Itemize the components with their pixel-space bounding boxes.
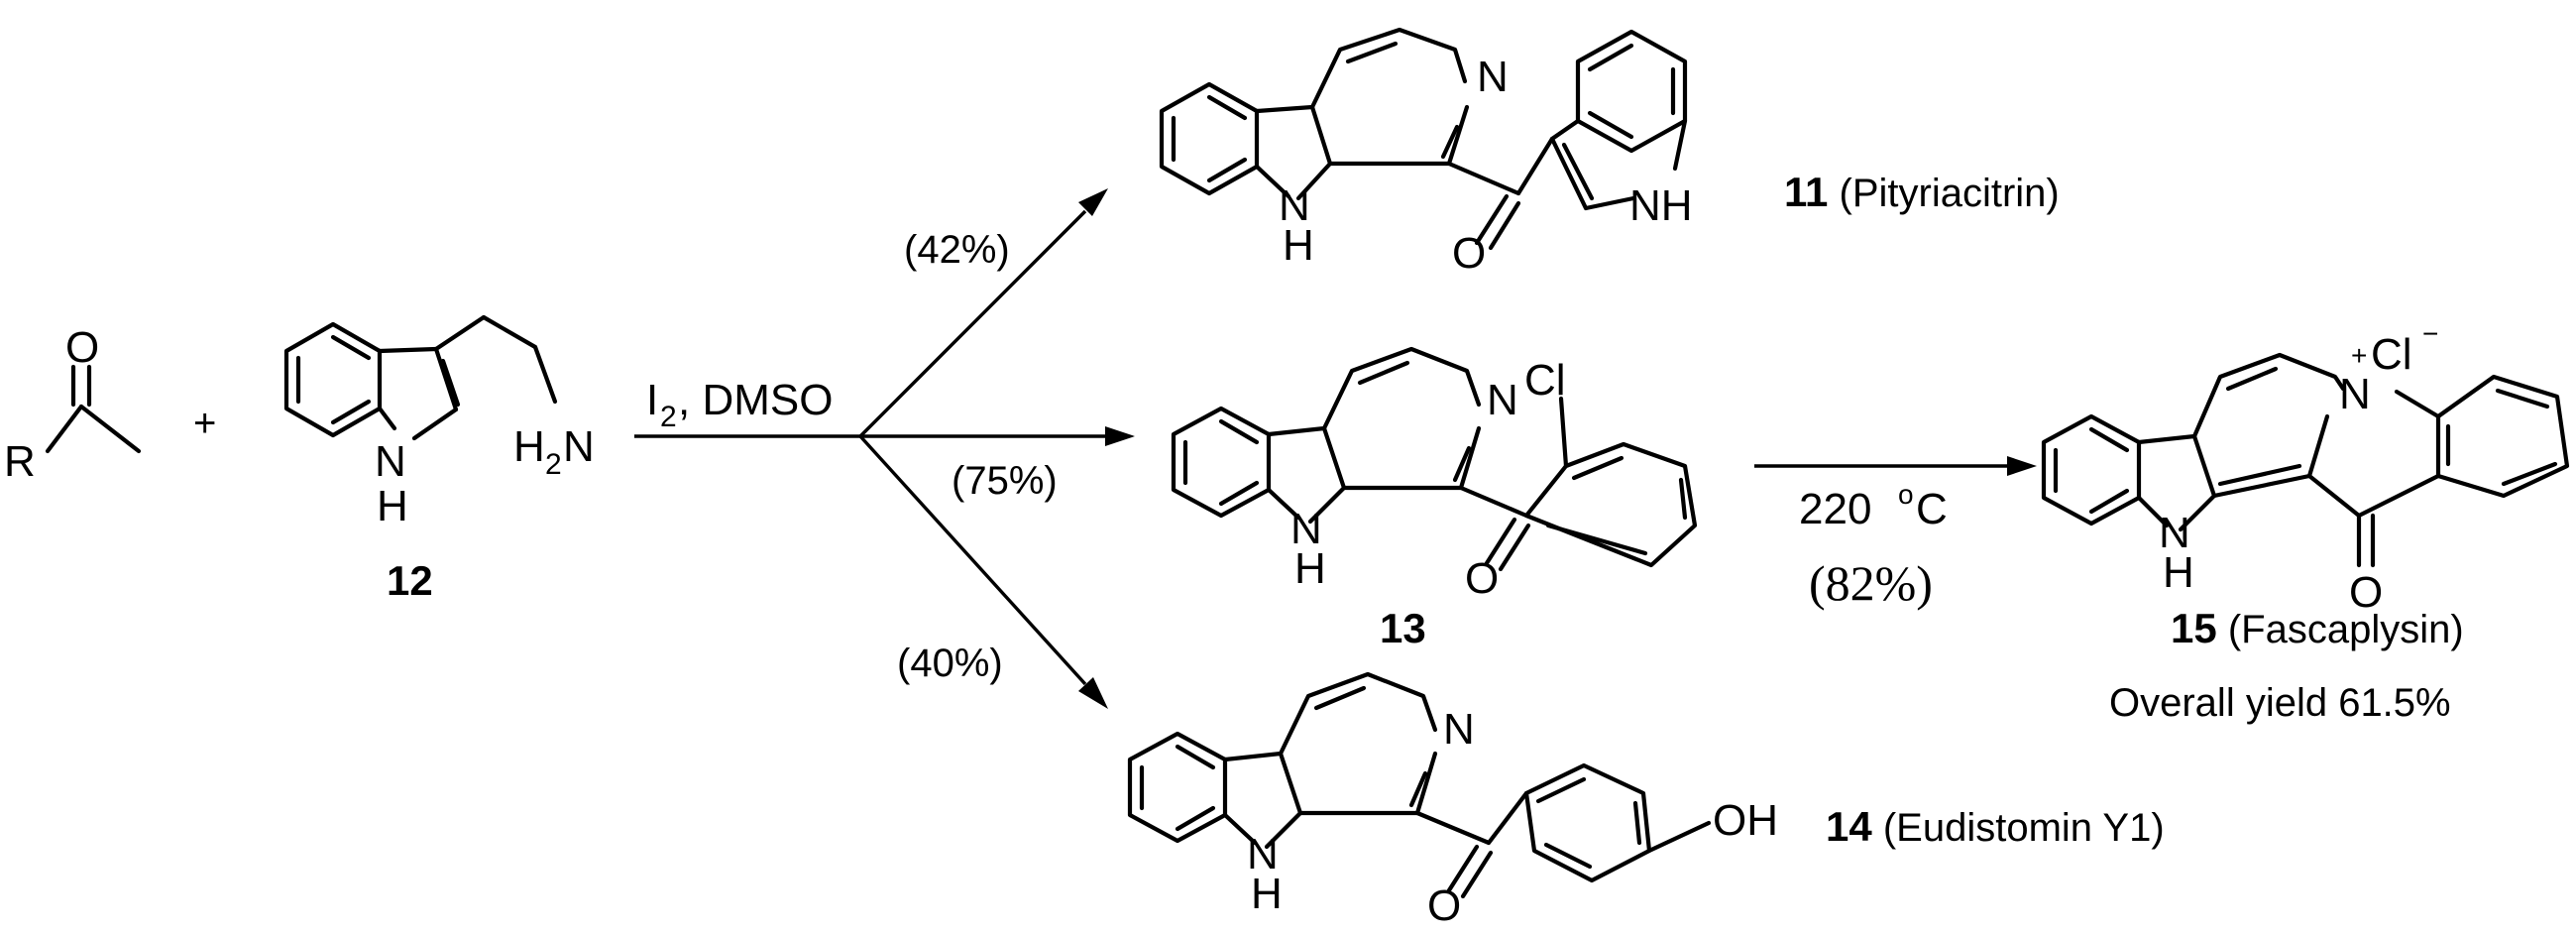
methyl-ketone-structure: R O: [4, 323, 142, 486]
eudistomin-indole-hydrogen: H: [1251, 870, 1283, 918]
fascaplysin-carbonyl-oxygen: O: [2349, 568, 2383, 617]
fascaplysin-positive-charge: +: [2351, 340, 2367, 371]
pityriacitrin-indole-nitrogen: N: [1279, 181, 1310, 230]
pityriacitrin-carbonyl-oxygen: O: [1452, 229, 1486, 278]
eudistomin-carbonyl-oxygen: O: [1427, 881, 1461, 930]
degree-superscript: o: [1898, 479, 1914, 510]
iodine-label: I: [646, 376, 658, 424]
compound-13-indole-hydrogen: H: [1294, 544, 1326, 593]
branching-reaction-arrows: [634, 188, 2037, 709]
tryptamine-amine-hydrogen: H: [513, 422, 545, 471]
iodine-subscript: 2: [660, 401, 677, 433]
tryptamine-indole-hydrogen: H: [377, 482, 408, 530]
pityriacitrin-structure: N N H O NH: [1159, 27, 1693, 278]
overall-yield: Overall yield 61.5%: [2109, 681, 2451, 725]
pityriacitrin-indole-hydrogen: H: [1283, 221, 1314, 270]
ketone-oxygen-label: O: [65, 323, 99, 372]
yield-to-13: (75%): [952, 459, 1058, 503]
temperature-label: 220: [1799, 485, 1871, 533]
eudistomin-indole-nitrogen: N: [1247, 830, 1279, 878]
tryptamine-amine-nitrogen: N: [563, 422, 595, 471]
fascaplysin-name: (Fascaplysin): [2217, 608, 2464, 651]
dmso-label: , DMSO: [678, 376, 833, 424]
tryptamine-indole-nitrogen: N: [375, 437, 406, 486]
fascaplysin-label: 15 (Fascaplysin): [2171, 605, 2464, 651]
tryptamine-structure: N H H 2 N: [283, 314, 595, 530]
yield-to-14: (40%): [897, 642, 1003, 685]
pityriacitrin-indole-nh: NH: [1629, 181, 1693, 230]
pityriacitrin-pyridine-nitrogen: N: [1477, 53, 1509, 101]
fascaplysin-step-yield: (82%): [1809, 555, 1933, 611]
compound-13-number: 13: [1380, 605, 1426, 651]
tryptamine-amine-subscript: 2: [545, 448, 562, 481]
ketone-r-label: R: [4, 437, 36, 486]
fascaplysin-negative-charge: −: [2422, 318, 2438, 349]
eudistomin-number: 14: [1826, 803, 1872, 850]
celsius-label: C: [1916, 485, 1948, 533]
yield-to-11: (42%): [904, 228, 1010, 272]
compound-13-indole-nitrogen: N: [1290, 505, 1322, 553]
plus-sign: +: [193, 402, 216, 445]
pityriacitrin-name: (Pityriacitrin): [1828, 172, 2059, 215]
compound-13-structure: N Cl N H O: [1171, 346, 1698, 603]
fascaplysin-structure: N + Cl − N H O: [2041, 318, 2570, 617]
eudistomin-hydroxyl: OH: [1713, 796, 1778, 845]
compound-13-pyridine-nitrogen: N: [1487, 376, 1518, 424]
eudistomin-pyridine-nitrogen: N: [1443, 705, 1475, 754]
fascaplysin-indole-hydrogen: H: [2163, 548, 2194, 597]
fascaplysin-number: 15: [2171, 605, 2217, 651]
pityriacitrin-number: 11: [1784, 169, 1828, 215]
pityriacitrin-label: 11 (Pityriacitrin): [1784, 169, 2060, 215]
compound-13-carbonyl-oxygen: O: [1465, 554, 1499, 603]
tryptamine-compound-number: 12: [387, 557, 433, 604]
fascaplysin-chloride: Cl: [2371, 330, 2412, 379]
fascaplysin-pyridinium-nitrogen: N: [2339, 370, 2371, 418]
compound-13-chlorine: Cl: [1524, 356, 1566, 405]
fascaplysin-indole-nitrogen: N: [2159, 509, 2190, 557]
eudistomin-label: 14 (Eudistomin Y1): [1826, 803, 2165, 850]
eudistomin-name: (Eudistomin Y1): [1872, 806, 2165, 850]
eudistomin-structure: N N H O OH: [1127, 671, 1778, 930]
